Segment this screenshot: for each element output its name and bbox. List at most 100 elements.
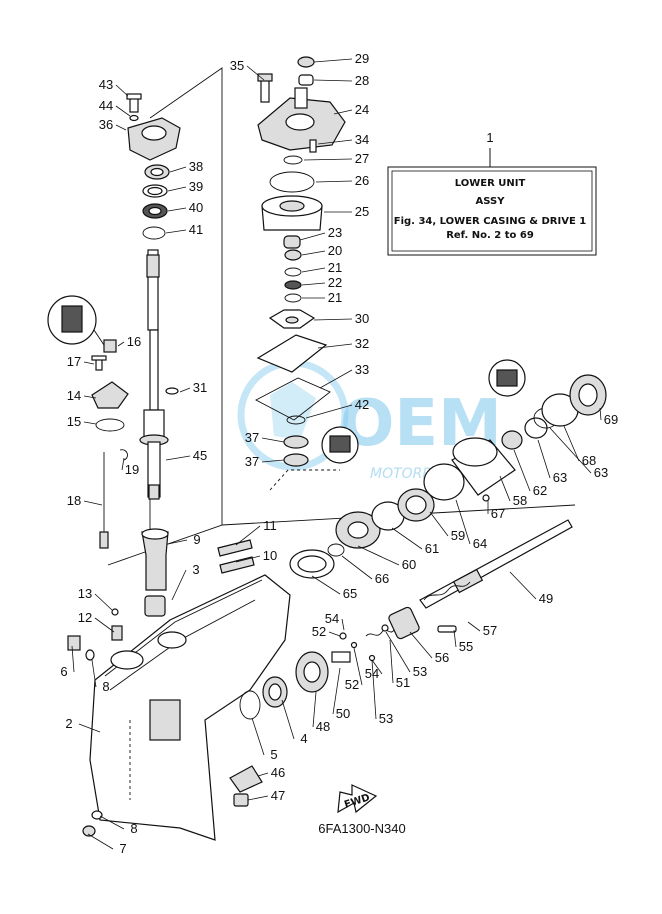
leader-line [115, 105, 131, 117]
callout-35: 35 [230, 58, 244, 73]
title-line-2: ASSY [476, 196, 506, 207]
leader-line [121, 457, 125, 471]
callout-58: 58 [513, 493, 527, 508]
callout-27: 27 [355, 151, 369, 166]
callout-63: 63 [553, 470, 567, 485]
callout-8: 8 [130, 821, 137, 836]
callout-50: 50 [336, 706, 350, 721]
callout-66: 66 [375, 571, 389, 586]
title-line-4: Ref. No. 2 to 69 [446, 230, 534, 241]
callout-43: 43 [99, 77, 113, 92]
callout-62: 62 [533, 483, 547, 498]
leader-line [385, 631, 411, 673]
leader-line [563, 425, 580, 462]
callout-49: 49 [539, 591, 553, 606]
leader-line [71, 645, 75, 673]
leader-line [453, 629, 457, 648]
callout-11: 11 [263, 518, 277, 533]
leader-line [513, 449, 531, 492]
callout-7: 7 [119, 841, 126, 856]
callout-29: 29 [355, 51, 369, 66]
leader-line [78, 723, 101, 733]
leader-line [357, 545, 400, 566]
leader-line [313, 79, 353, 82]
leader-line [312, 691, 317, 728]
leader-line [281, 699, 295, 740]
shift-rod-group [47, 295, 129, 661]
callout-28: 28 [355, 73, 369, 88]
callout-48: 48 [316, 719, 330, 734]
leader-line [91, 659, 97, 688]
leader-line [235, 525, 261, 546]
callout-39: 39 [189, 179, 203, 194]
callout-41: 41 [189, 222, 203, 237]
callout-44: 44 [99, 98, 113, 113]
callout-46: 46 [271, 765, 285, 780]
callout-40: 40 [189, 200, 203, 215]
leader-line [311, 575, 341, 595]
leader-line [537, 439, 551, 479]
title-line-3: Fig. 34, LOWER CASING & DRIVE 1 [394, 216, 586, 227]
leader-line [371, 659, 383, 675]
callout-31: 31 [193, 380, 207, 395]
leader-line [389, 639, 394, 684]
callout-23: 23 [328, 225, 342, 240]
leader-line [83, 421, 97, 425]
callout-51: 51 [396, 675, 410, 690]
callout-18: 18 [67, 493, 81, 508]
leader-line [246, 65, 265, 81]
leader-line [509, 571, 537, 600]
leader-line [301, 267, 326, 273]
leader-line [165, 229, 187, 234]
leader-line [455, 499, 471, 545]
leader-lines [71, 58, 602, 850]
leader-line [332, 667, 341, 715]
drive-shaft-group [126, 93, 181, 617]
leader-line [303, 158, 353, 161]
leader-line [333, 109, 353, 115]
callout-42: 42 [355, 397, 369, 412]
leader-line [169, 166, 187, 173]
callout-24: 24 [355, 102, 369, 117]
callout-26: 26 [355, 173, 369, 188]
leader-line [353, 647, 363, 686]
leader-line [301, 282, 326, 286]
leader-line [235, 555, 261, 563]
leader-line [549, 427, 592, 474]
callout-25: 25 [355, 204, 369, 219]
callout-45: 45 [193, 448, 207, 463]
callout-56: 56 [435, 650, 449, 665]
leader-line [167, 186, 187, 192]
leader-line [165, 455, 191, 461]
callout-52: 52 [312, 624, 326, 639]
leader-line [167, 539, 188, 545]
leader-line [371, 659, 377, 720]
leader-line [99, 815, 125, 830]
callout-53: 53 [379, 711, 393, 726]
callout-13: 13 [78, 586, 92, 601]
callout-14: 14 [67, 388, 81, 403]
leader-line [341, 555, 373, 580]
callout-4: 4 [300, 731, 307, 746]
callout-9: 9 [193, 532, 200, 547]
callout-69: 69 [604, 412, 618, 427]
leader-line [299, 232, 326, 241]
leader-line [94, 617, 115, 633]
callout-55: 55 [459, 639, 473, 654]
callout-34: 34 [355, 132, 369, 147]
callout-32: 32 [355, 336, 369, 351]
leader-line [313, 318, 353, 321]
callout-3: 3 [192, 562, 199, 577]
callout-37: 37 [245, 430, 259, 445]
leader-line [117, 341, 125, 347]
callout-8: 8 [102, 679, 109, 694]
leader-line [115, 124, 127, 131]
callout-22: 22 [328, 275, 342, 290]
callout-30: 30 [355, 311, 369, 326]
callout-17: 17 [67, 354, 81, 369]
water-pump-group [255, 56, 346, 467]
leader-line [317, 139, 353, 145]
callout-labels: 2345678891011121314151617181920212122232… [60, 51, 618, 856]
leader-line [391, 527, 423, 550]
leader-line [319, 369, 353, 389]
